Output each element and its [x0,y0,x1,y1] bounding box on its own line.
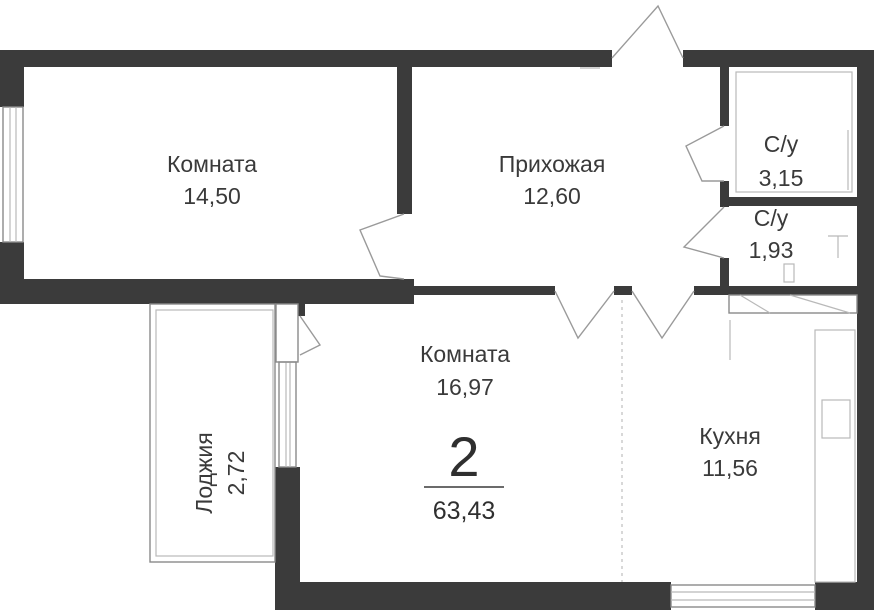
wall-room1-hall [397,50,412,214]
kitchen-counter [814,329,856,583]
kitchen-name: Кухня [699,423,761,449]
wall-hall-bottom-left [298,286,555,295]
loggia-label: Лоджия 2,72 [191,432,249,514]
kitchen-sink [821,399,851,439]
window-kitchen [670,584,816,608]
window-room1 [2,106,24,243]
wall-hall-bath-mid [720,181,729,207]
wall-bottom-left [275,582,671,610]
toilet [783,263,795,283]
total-area: 63,43 [433,497,496,525]
apartment-summary: 2 63,43 [424,425,504,525]
wall-room2-left-top [298,286,305,316]
loggia-area: 2,72 [223,451,249,496]
windows [2,106,816,608]
wall-hall-bath-upper [720,50,729,126]
wall-top-right [683,50,874,67]
room2-area: 16,97 [436,374,494,400]
room-labels: Комната 14,50 Прихожая 12,60 С/у 3,15 С/… [167,131,803,514]
room2-name: Комната [420,341,510,367]
bath1-name: С/у [764,131,799,157]
hall-area: 12,60 [523,183,581,209]
wall-bath-bath [720,197,860,206]
walls [0,50,874,610]
bath2-name: С/у [754,205,789,231]
door-bath2 [682,206,725,259]
room1-area: 14,50 [183,183,241,209]
room1-name: Комната [167,151,257,177]
door-bath1 [685,125,725,182]
doors [299,4,725,356]
kitchen-area: 11,56 [702,455,758,481]
bathtub [735,71,853,193]
door-entrance [611,4,684,59]
wall-hall-bottom-right [694,286,857,295]
wall-hall-bottom-mid [614,286,632,295]
bath1-area: 3,15 [759,165,804,191]
loggia-border [149,303,276,563]
wall-left-upper [0,50,24,107]
loggia-outline [149,303,299,563]
bath2-area: 1,93 [749,237,794,263]
window-loggia-door [278,361,297,468]
wall-top-left [0,50,612,67]
wall-bottom-right [815,582,874,610]
door-loggia [299,315,322,356]
vent-shaft [728,294,858,314]
door-room1 [359,213,405,280]
door-room2 [554,290,615,340]
wall-hall-bath-lower [720,258,729,294]
loggia-name: Лоджия [191,432,217,514]
hall-name: Прихожая [499,151,606,177]
wall-right [857,50,874,610]
rooms-count: 2 [448,425,479,488]
fixtures [580,67,858,583]
door-kitchen [631,290,695,340]
